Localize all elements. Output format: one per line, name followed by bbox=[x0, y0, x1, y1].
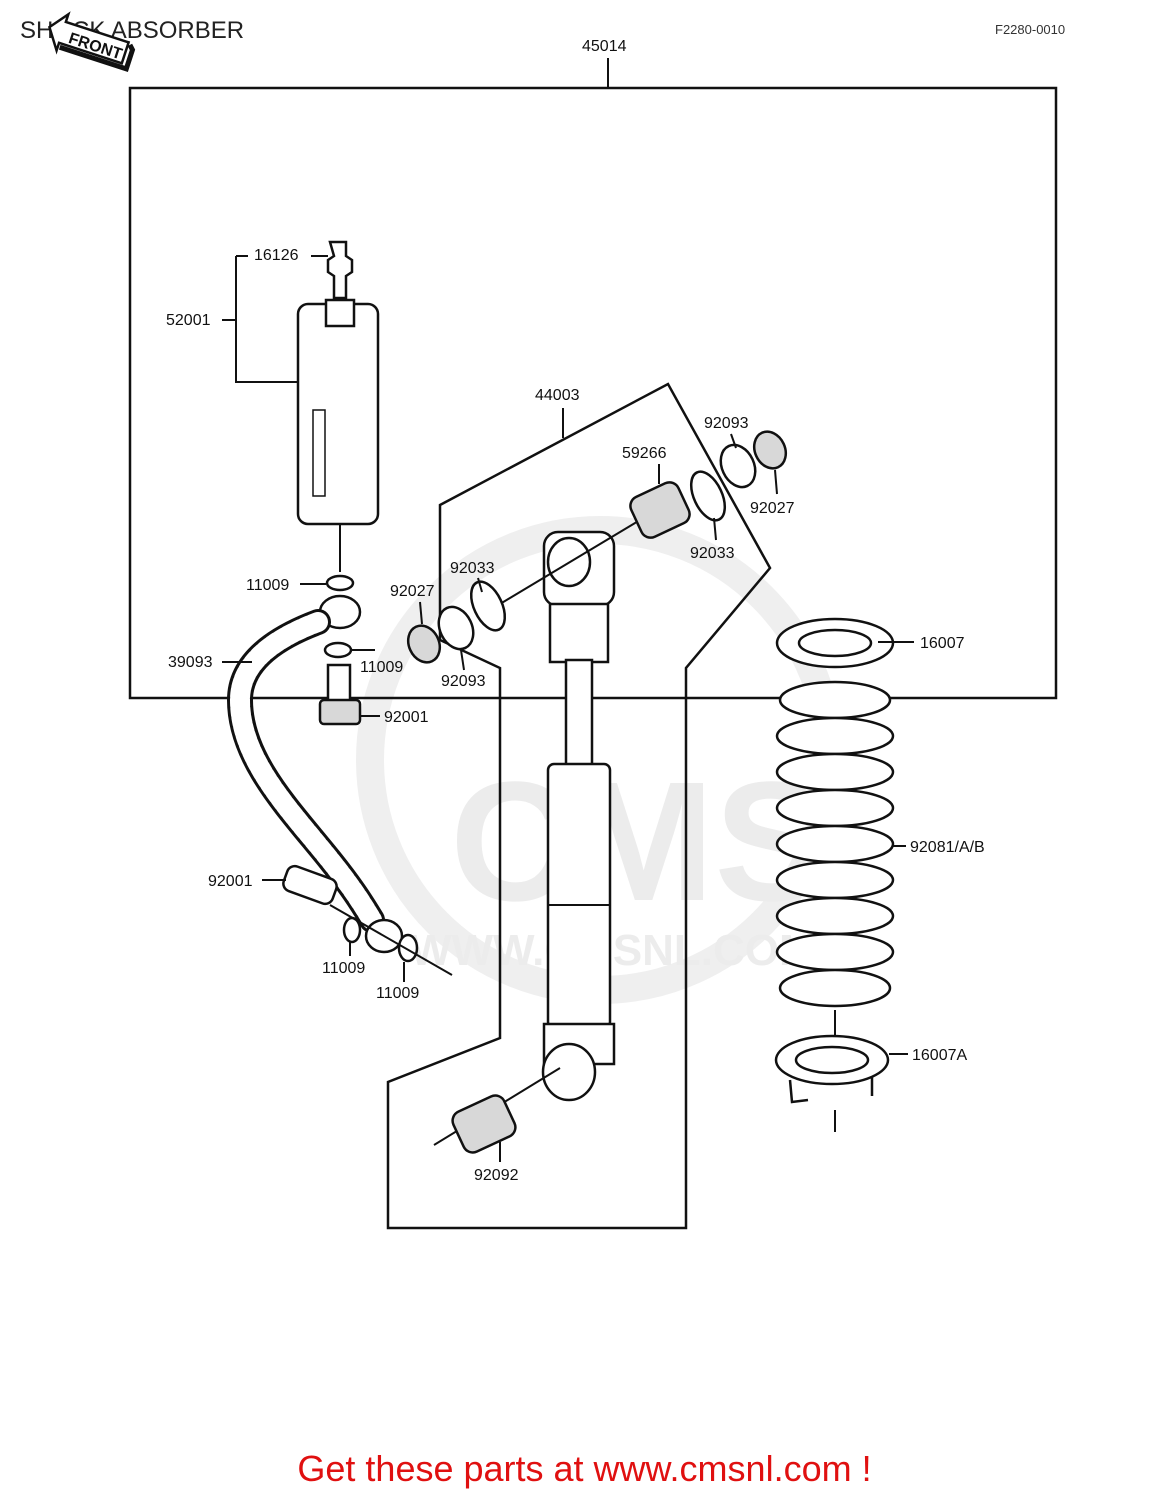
label-59266: 59266 bbox=[622, 445, 667, 462]
figure-reference: F2280-0010 bbox=[995, 22, 1065, 37]
label-44003: 44003 bbox=[535, 387, 580, 404]
reservoir-label-plate bbox=[312, 409, 326, 497]
label-16126: 16126 bbox=[254, 247, 299, 264]
damper-assembly-frame bbox=[386, 382, 772, 1230]
label-92081: 92081/A/B bbox=[910, 839, 985, 856]
damper-body bbox=[541, 530, 616, 1102]
banjo-bolt-92001-a bbox=[318, 698, 362, 726]
damper-cylinder bbox=[546, 762, 612, 1030]
leader-92033-right bbox=[713, 517, 717, 541]
label-11009-d: 11009 bbox=[376, 985, 419, 1002]
upper-mount bbox=[548, 602, 610, 664]
circlip-92033-left bbox=[469, 580, 507, 632]
lower-banjo-centerline bbox=[329, 904, 453, 976]
label-16007A: 16007A bbox=[912, 1047, 967, 1064]
label-92033-left: 92033 bbox=[450, 560, 495, 577]
leader-92027-right bbox=[774, 469, 778, 495]
banjo-bolt-shaft bbox=[326, 663, 352, 705]
piston-rod bbox=[564, 658, 594, 768]
label-92027-right: 92027 bbox=[750, 500, 795, 517]
seal-92093-left bbox=[437, 605, 475, 651]
coil-spring-92081 bbox=[775, 680, 895, 1008]
lower-eye bbox=[541, 1042, 597, 1102]
label-11009-b: 11009 bbox=[360, 659, 403, 676]
watermark-url: WWW.CMSNL.COM bbox=[410, 926, 816, 975]
spring-seat-bore bbox=[797, 628, 873, 658]
label-92093-top: 92093 bbox=[704, 415, 749, 432]
washer-11009-b bbox=[323, 641, 353, 659]
label-92027-left: 92027 bbox=[390, 583, 435, 600]
front-arrow-icon: FRONT bbox=[47, 11, 136, 73]
leader-52001 bbox=[222, 255, 298, 383]
washer-11009-d bbox=[397, 933, 419, 963]
leader-92033-left bbox=[477, 577, 483, 593]
washer-11009-a bbox=[325, 574, 355, 592]
lower-banjo-group bbox=[282, 864, 453, 976]
air-valve-16126 bbox=[326, 240, 354, 300]
leader-92093-left bbox=[460, 649, 465, 671]
label-39093: 39093 bbox=[168, 654, 213, 671]
label-11009-c: 11009 bbox=[322, 960, 365, 977]
label-92033-right: 92033 bbox=[690, 545, 735, 562]
label-92001-b: 92001 bbox=[208, 873, 253, 890]
footer-link[interactable]: Get these parts at www.cmsnl.com ! bbox=[297, 1448, 872, 1489]
bushing-92092 bbox=[451, 1094, 517, 1154]
circlip-92033-right bbox=[689, 470, 727, 522]
leader-92027-left bbox=[419, 601, 423, 625]
reservoir-cap bbox=[324, 298, 356, 328]
watermark-brand: CMS bbox=[450, 747, 828, 937]
adjuster-bore bbox=[794, 1045, 870, 1075]
adjuster-tabs bbox=[788, 1076, 874, 1104]
label-11009-a: 11009 bbox=[246, 577, 289, 594]
leader-92093-top bbox=[730, 433, 737, 449]
reservoir-group bbox=[296, 240, 380, 572]
reservoir-52001 bbox=[296, 302, 380, 526]
label-92092: 92092 bbox=[474, 1167, 519, 1184]
upper-axis-line bbox=[499, 519, 641, 605]
collar-92027-left bbox=[406, 624, 442, 664]
banjo-bolt-92001-b bbox=[282, 864, 338, 906]
label-92001-a: 92001 bbox=[384, 709, 429, 726]
bushing-59266 bbox=[629, 481, 691, 539]
collar-92027-right bbox=[752, 430, 788, 470]
label-16007: 16007 bbox=[920, 635, 965, 652]
label-92093-left: 92093 bbox=[441, 673, 486, 690]
label-52001: 52001 bbox=[166, 312, 211, 329]
label-45014: 45014 bbox=[582, 38, 627, 55]
hose-39093-ribbing bbox=[229, 612, 382, 930]
seal-92093-top bbox=[719, 443, 757, 489]
